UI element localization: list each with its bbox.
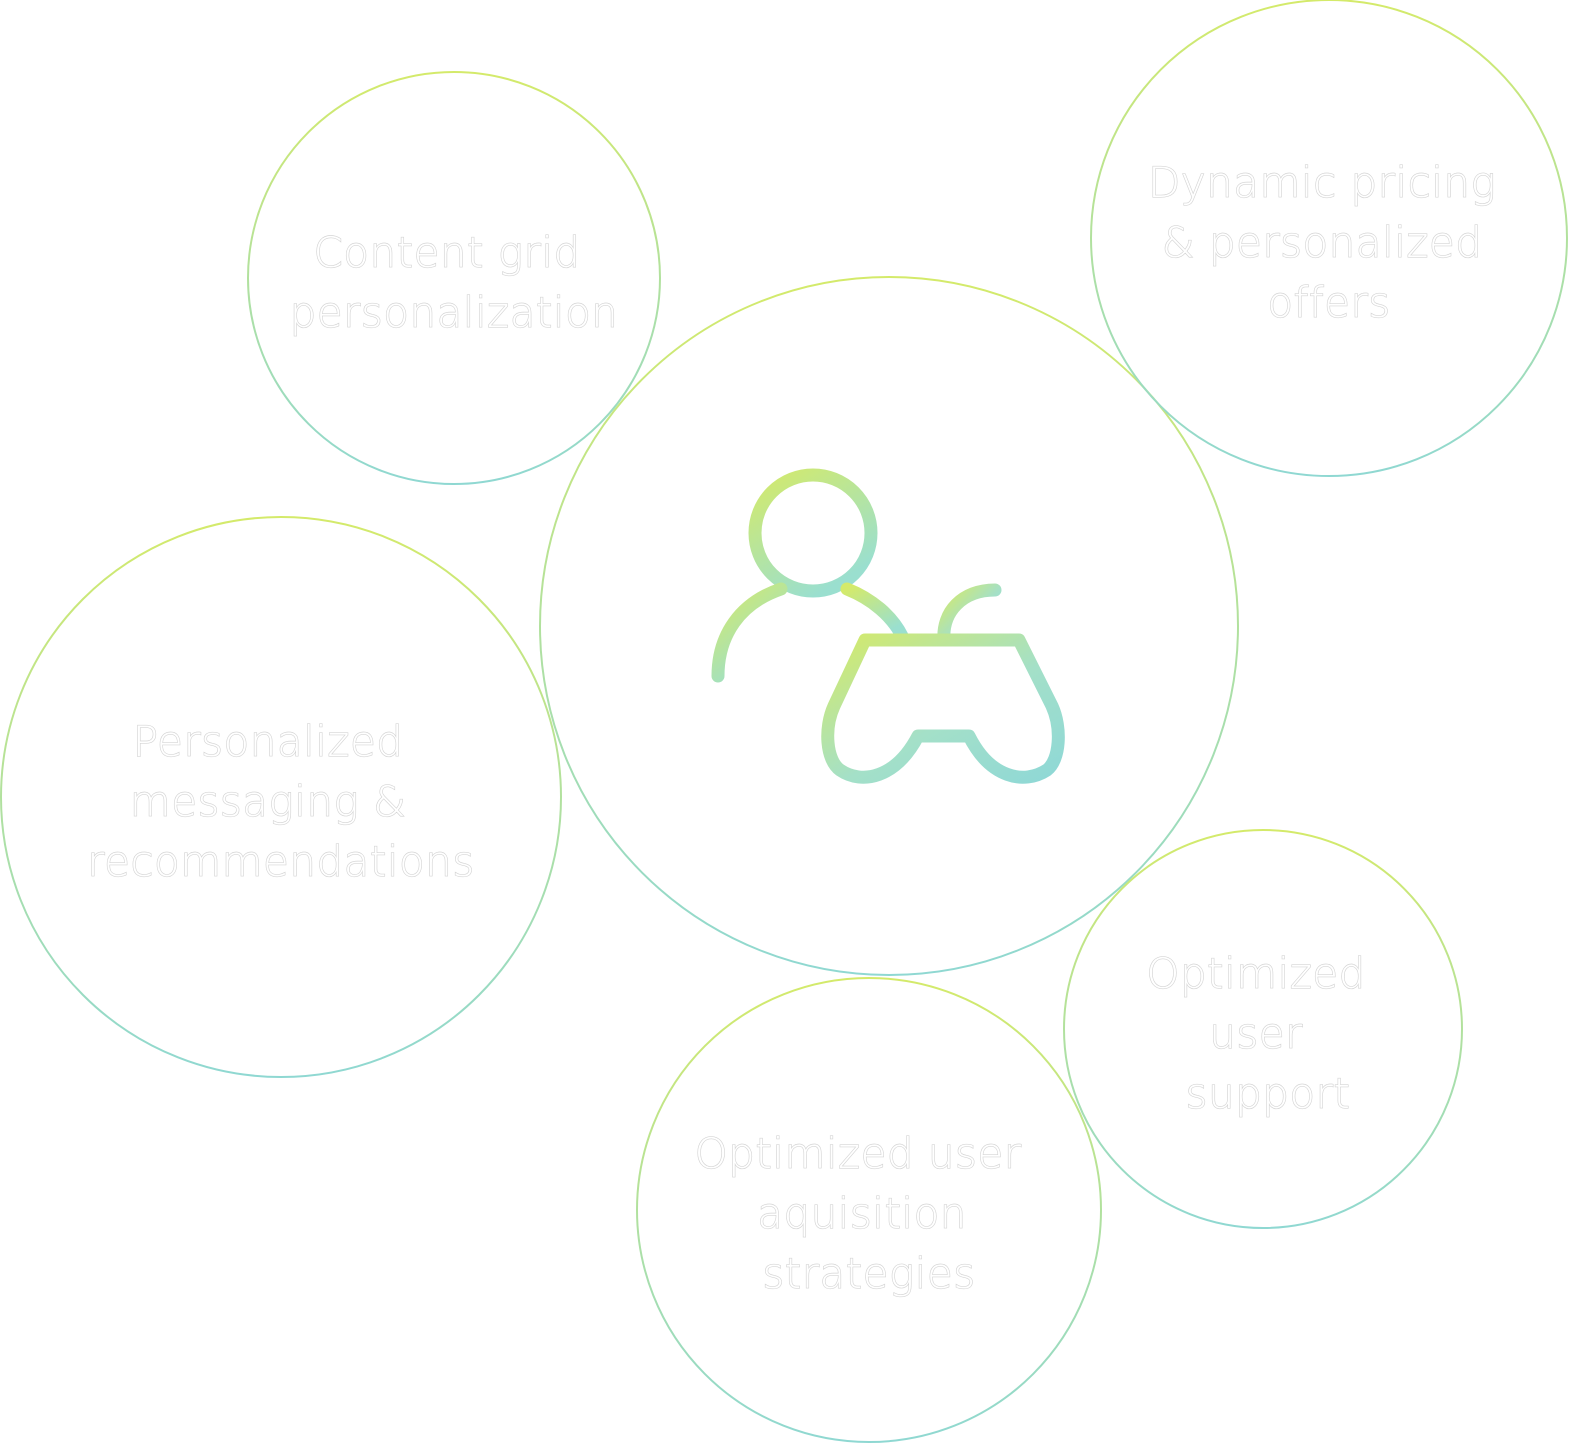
bubble-label: Optimized user support <box>1146 949 1379 1118</box>
bubble-label-line: personalization <box>290 288 619 337</box>
bubble-label-line: aquisition <box>757 1189 967 1238</box>
bubble-label-line: strategies <box>762 1249 975 1298</box>
bubble-dynamic-pricing: Dynamic pricing & personalized offers <box>1090 0 1568 477</box>
bubble-ring <box>1090 0 1568 477</box>
bubble-ring <box>1063 829 1463 1229</box>
bubble-label-line: Content grid <box>313 228 580 277</box>
bubble-label-line: support <box>1186 1069 1351 1118</box>
bubble-personalized-messaging: Personalized messaging & recommendations <box>0 516 562 1078</box>
bubble-label-line: Optimized <box>1146 949 1365 998</box>
bubble-ring <box>0 516 562 1078</box>
bubble-label-line: offers <box>1267 278 1390 327</box>
bubble-label: Personalized messaging & recommendations <box>87 717 475 886</box>
bubble-ring <box>247 71 661 485</box>
bubble-label-line: Optimized user <box>695 1129 1022 1178</box>
bubble-content-grid: Content grid personalization <box>247 71 661 485</box>
bubble-label-line: & personalized <box>1162 218 1483 267</box>
bubble-label: Optimized user aquisition strategies <box>695 1129 1036 1298</box>
bubble-label: Content grid personalization <box>290 228 619 337</box>
central-hub-ring <box>539 276 1239 976</box>
bubble-label-line: messaging & <box>130 777 407 826</box>
central-hub <box>539 276 1239 976</box>
bubble-label-line: Personalized <box>133 717 404 766</box>
user-with-gamepad-icon <box>711 468 1065 784</box>
bubble-ring <box>636 977 1102 1443</box>
bubble-label-line: Dynamic pricing <box>1148 158 1496 207</box>
bubble-label-line: user <box>1209 1009 1303 1058</box>
bubble-label: Dynamic pricing & personalized offers <box>1148 158 1510 327</box>
bubble-label-line: recommendations <box>87 837 475 886</box>
bubble-optimized-user-support: Optimized user support <box>1063 829 1463 1229</box>
bubble-optimized-user-acquisition: Optimized user aquisition strategies <box>636 977 1102 1443</box>
